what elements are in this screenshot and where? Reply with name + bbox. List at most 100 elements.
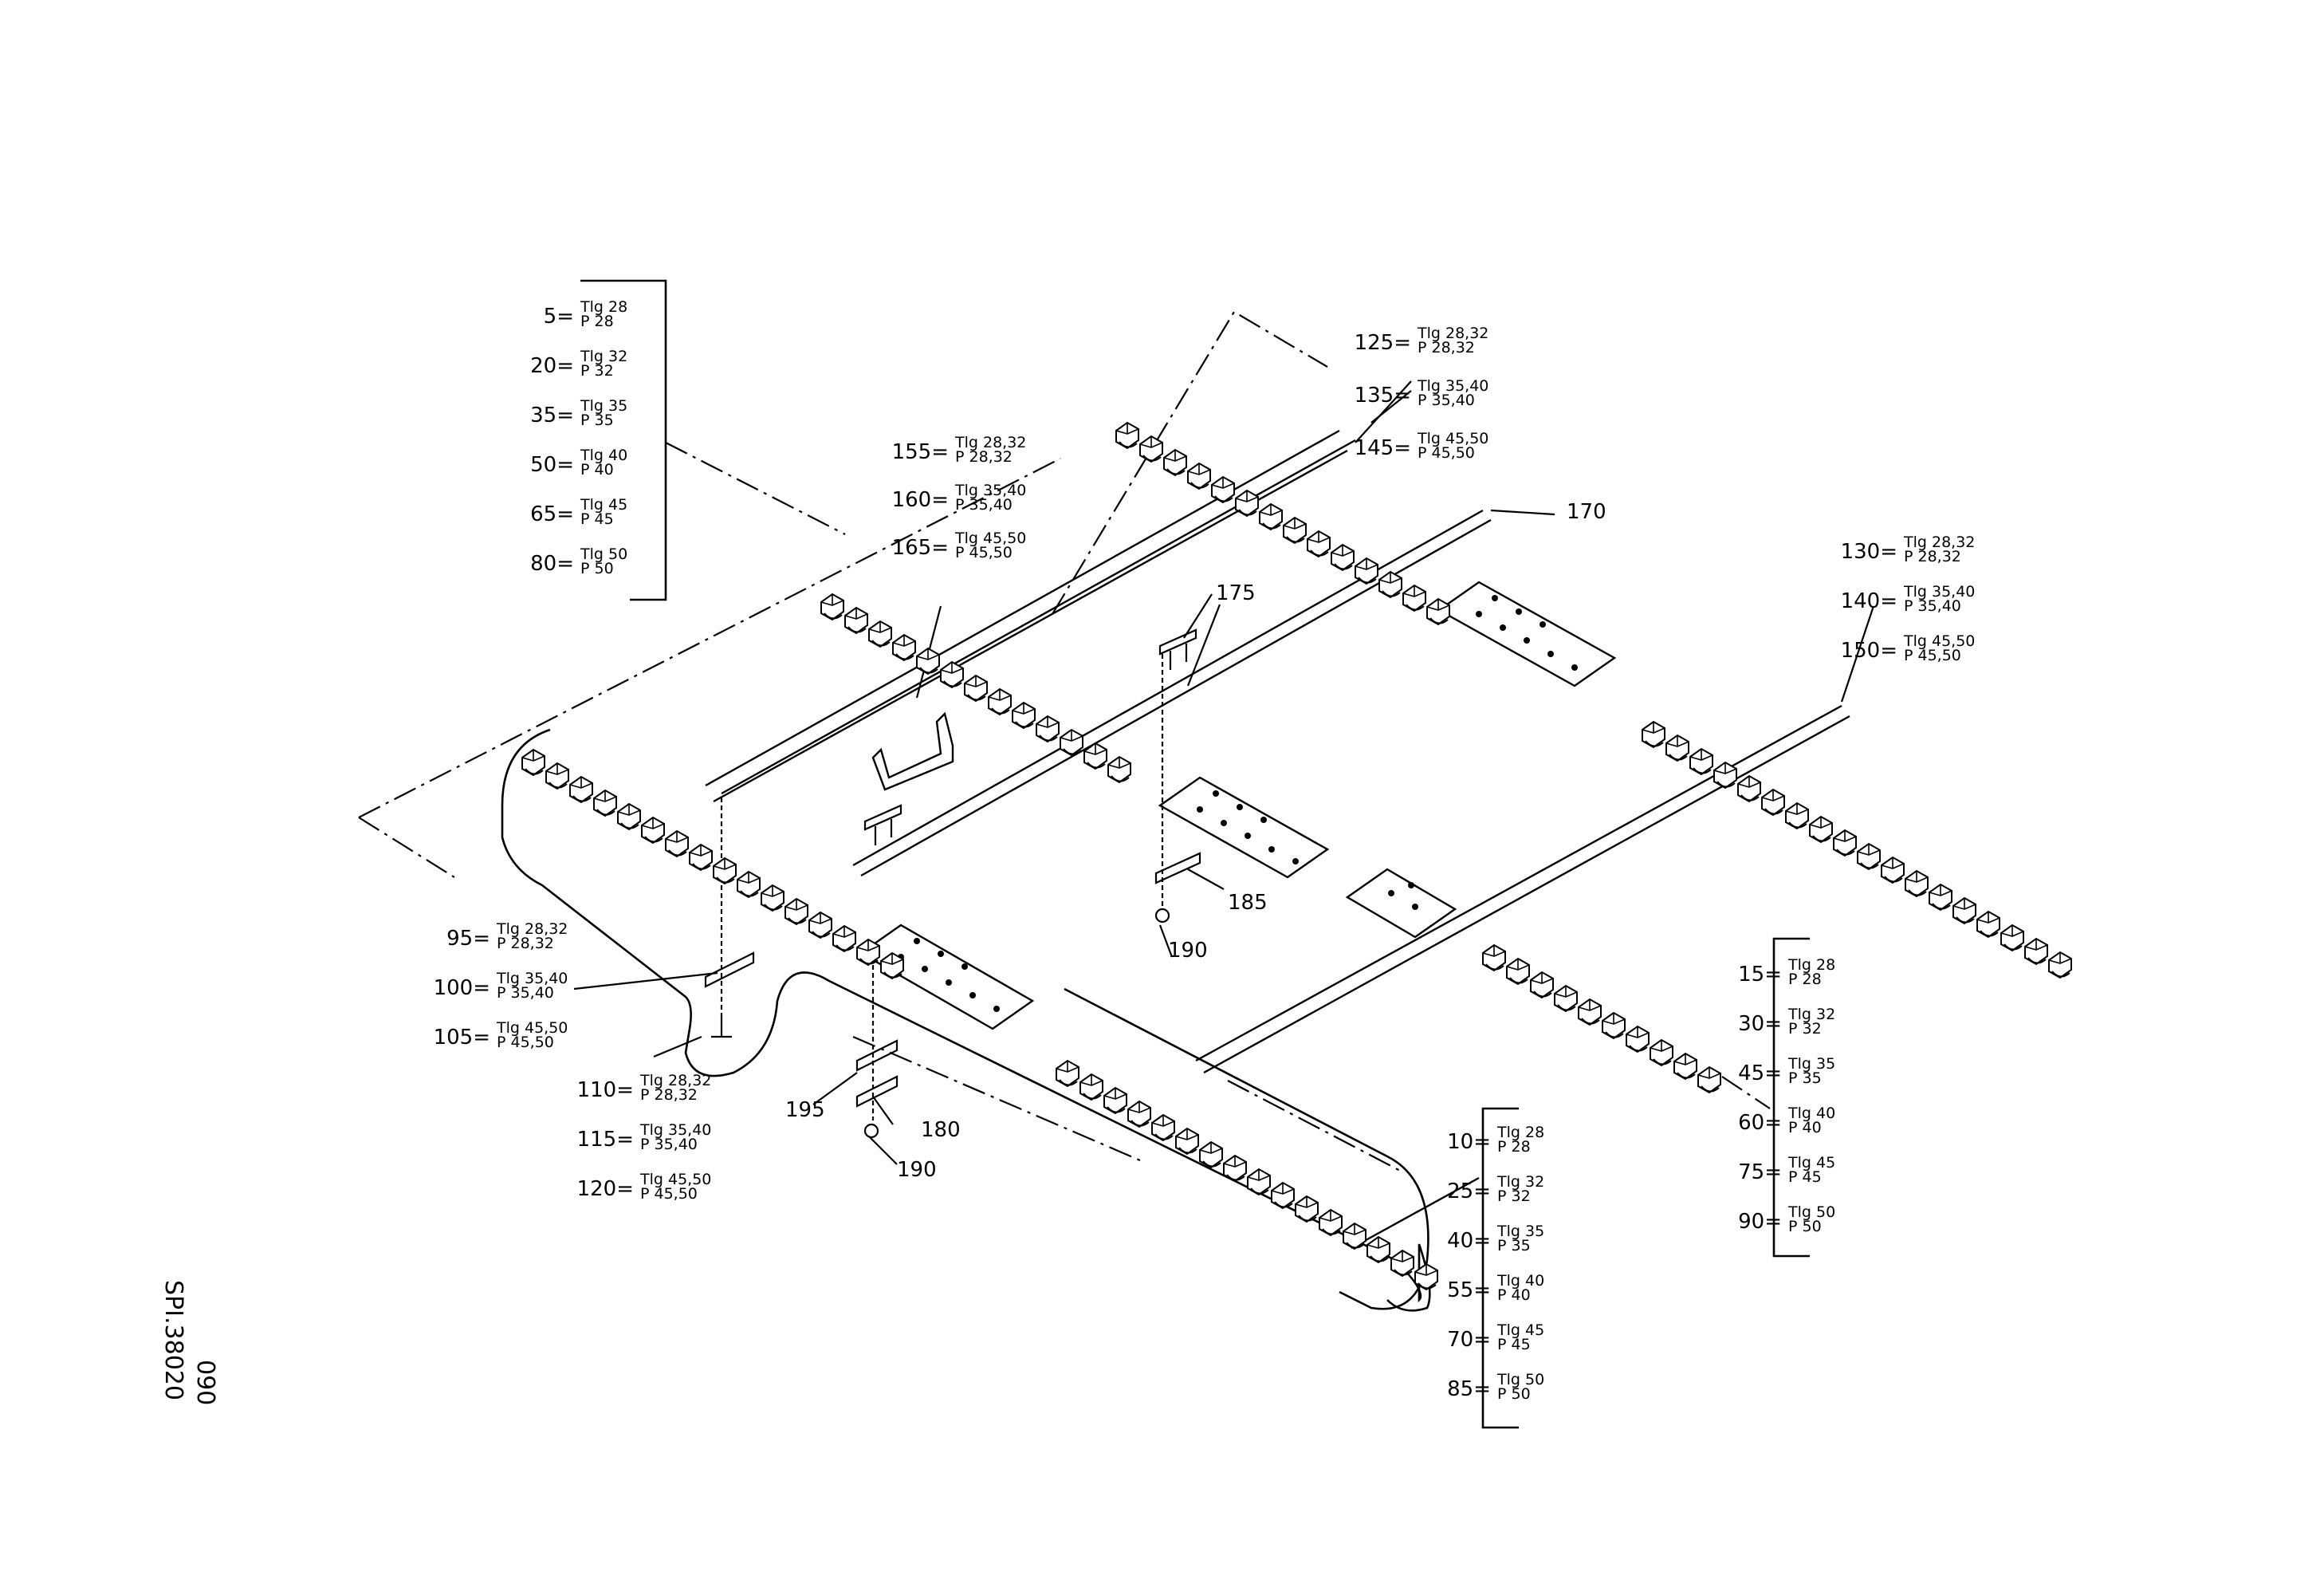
variant-tlg: Tlg 45: [580, 496, 627, 514]
variant-p: P 28: [1497, 1138, 1531, 1156]
variant-p: P 50: [580, 560, 614, 577]
chain-strip: [820, 593, 1132, 784]
variant-tlg: Tlg 45,50: [496, 1019, 568, 1037]
chain-tooth: [568, 775, 594, 804]
variant-tlg: Tlg 50: [580, 545, 627, 563]
chain-tooth: [843, 606, 869, 635]
variant-tlg: Tlg 35,40: [1903, 583, 1975, 601]
chain-tooth: [1649, 1038, 1674, 1067]
variant-p: P 28,32: [497, 935, 554, 952]
chain-tooth: [987, 687, 1013, 716]
chain-tooth: [640, 816, 666, 845]
part-number: 15=: [1738, 963, 1782, 987]
variant-tlg: Tlg 32: [1496, 1173, 1544, 1191]
part-number: 135=: [1355, 384, 1411, 408]
variant-p: P 28: [1788, 971, 1822, 988]
variant-tlg: Tlg 35: [1787, 1055, 1835, 1073]
callout-number: 170: [1567, 500, 1606, 524]
chain-tooth: [855, 938, 881, 967]
chain-strip: [521, 748, 905, 980]
chain-tooth: [1162, 448, 1188, 477]
chain-tooth: [1641, 720, 1666, 749]
variant-tlg: Tlg 28,32: [496, 920, 568, 938]
variant-p: P 28,32: [955, 448, 1013, 466]
part-number: 5=: [544, 305, 574, 329]
u-bracket: [871, 711, 954, 791]
fasteners: [704, 628, 1201, 1139]
part-number: 145=: [1355, 436, 1411, 460]
chain-tooth: [1115, 421, 1140, 450]
variant-p: P 28,32: [1418, 339, 1475, 356]
chain-tooth: [1258, 502, 1284, 531]
chain-tooth: [1713, 761, 1738, 790]
part-number: 90=: [1738, 1210, 1782, 1234]
chain-tooth: [1234, 489, 1260, 518]
callout-number: 180: [921, 1118, 961, 1142]
chain-tooth: [1342, 1222, 1367, 1250]
variant-p: P 45,50: [640, 1185, 698, 1203]
variant-tlg: Tlg 32: [1787, 1006, 1835, 1023]
chain-tooth: [1601, 1011, 1626, 1040]
plate-holes: [898, 595, 1578, 1012]
chain-tooth: [1103, 1086, 1128, 1115]
chain-strip: [1641, 720, 2073, 979]
mechanical-linework: [358, 279, 2073, 1429]
variant-p: P 45,50: [1904, 647, 1961, 664]
variant-tlg: Tlg 45: [1496, 1321, 1544, 1339]
variant-tlg: Tlg 40: [580, 447, 627, 464]
chain-tooth: [1880, 856, 1905, 884]
chain-tooth: [616, 802, 642, 831]
chain-tooth: [1760, 788, 1786, 817]
chain-tooth: [891, 633, 917, 662]
variant-tlg: Tlg 45: [1787, 1154, 1835, 1172]
chain-tooth: [1055, 1059, 1080, 1088]
chain-tooth: [1697, 1065, 1722, 1094]
doc-code-vertical: SPI.38020: [159, 1280, 187, 1400]
variant-p: P 45,50: [1418, 444, 1475, 462]
doc-page-vertical: 090: [191, 1360, 219, 1406]
chain-tooth: [879, 951, 905, 980]
chain-tooth: [1904, 869, 1929, 898]
chain-tooth: [1270, 1181, 1296, 1210]
part-number: 20=: [530, 354, 574, 378]
part-number: 115=: [577, 1128, 634, 1152]
variant-tlg: Tlg 35,40: [954, 482, 1026, 499]
chain-strips: [521, 421, 2073, 1291]
chain-tooth: [760, 884, 785, 912]
chain-tooth: [1138, 435, 1164, 463]
part-number: 40=: [1447, 1229, 1491, 1253]
chain-tooth: [1059, 728, 1084, 757]
part-number: 165=: [892, 536, 949, 560]
chain-tooth: [664, 829, 690, 858]
part-number: 80=: [530, 552, 574, 576]
chain-tooth: [1210, 475, 1236, 504]
callout-number: 190: [1168, 939, 1208, 963]
variant-p: P 45,50: [497, 1034, 554, 1051]
part-number: 10=: [1447, 1130, 1491, 1154]
part-number: 150=: [1841, 639, 1897, 663]
variant-p: P 45: [1497, 1336, 1531, 1353]
part-number: 45=: [1738, 1061, 1782, 1085]
part-number: 100=: [434, 976, 490, 1000]
variant-tlg: Tlg 35: [1496, 1223, 1544, 1240]
chain-tooth: [736, 870, 761, 899]
variant-p: P 32: [1497, 1187, 1531, 1205]
chain-tooth: [1390, 1249, 1415, 1278]
variant-p: P 32: [1788, 1020, 1822, 1038]
chain-tooth: [1976, 910, 2001, 939]
chain-tooth: [1665, 734, 1690, 762]
part-number: 85=: [1447, 1377, 1491, 1401]
chain-strip: [1481, 943, 1722, 1094]
chain-tooth: [1107, 755, 1132, 784]
callout-number: 190: [897, 1158, 937, 1182]
chain-tooth: [1150, 1113, 1176, 1142]
chain-tooth: [832, 924, 857, 953]
chain-tooth: [1306, 530, 1331, 558]
variant-tlg: Tlg 32: [580, 348, 627, 365]
chain-tooth: [1079, 1073, 1104, 1101]
variant-tlg: Tlg 50: [1496, 1371, 1544, 1388]
chain-tooth: [2000, 924, 2025, 952]
variant-p: P 35,40: [1418, 392, 1475, 409]
variant-tlg: Tlg 40: [1787, 1105, 1835, 1122]
